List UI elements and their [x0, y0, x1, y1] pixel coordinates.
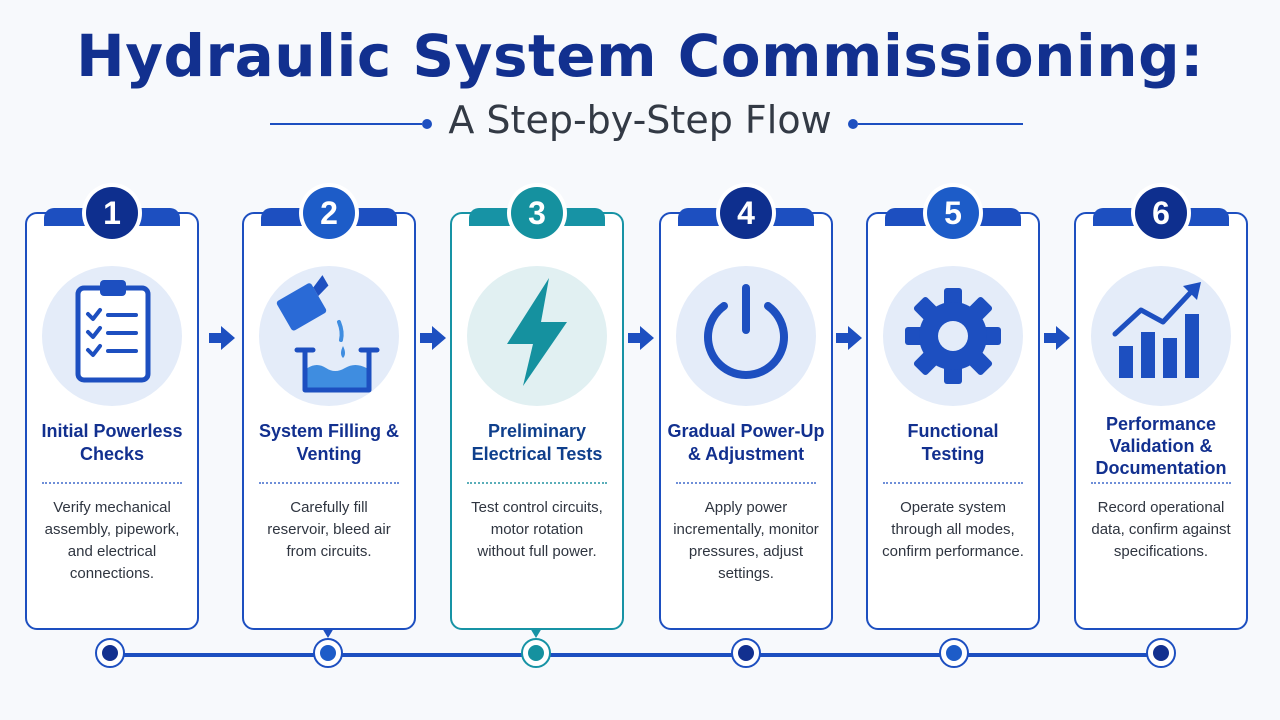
step-desc-line: Carefully fill: [290, 499, 368, 516]
step-title-line: Venting: [296, 444, 362, 464]
step-description-1: Verify mechanical assembly, pipework, an…: [25, 497, 199, 585]
growth-chart-icon: [1091, 266, 1231, 406]
lightning-bolt-icon: [467, 266, 607, 406]
gear-icon: [883, 266, 1023, 406]
step-desc-line: incrementally, monitor: [673, 521, 819, 538]
step-title-line: Checks: [79, 444, 145, 464]
timeline-node-1: [95, 638, 125, 668]
timeline-node-5: [939, 638, 969, 668]
power-icon: [676, 266, 816, 406]
step-title-line: Electrical Tests: [471, 444, 603, 464]
arrow-right-icon: [836, 326, 862, 350]
step-description-2: Carefully fill reservoir, bleed air from…: [242, 497, 416, 563]
step-title-line: System Filling &: [258, 421, 400, 441]
timeline-node-6: [1146, 638, 1176, 668]
step-desc-line: without full power.: [477, 543, 597, 560]
step-description-5: Operate system through all modes, confir…: [866, 497, 1040, 563]
step-desc-line: Verify mechanical: [53, 499, 171, 516]
step-title-3: Preliminary Electrical Tests: [450, 420, 624, 466]
step-desc-line: Record operational: [1097, 499, 1225, 516]
step-title-line: Performance: [1105, 414, 1217, 434]
step-divider-6: [1091, 482, 1231, 484]
step-title-line: & Adjustment: [687, 444, 805, 464]
step-divider-2: [259, 482, 399, 484]
step-desc-line: and electrical: [67, 543, 157, 560]
step-desc-line: data, confirm against: [1091, 521, 1231, 538]
fluid-pouring-icon: [259, 266, 399, 406]
step-title-line: Documentation: [1095, 458, 1227, 478]
step-title-5: Functional Testing: [866, 420, 1040, 466]
arrow-right-icon: [1044, 326, 1070, 350]
step-number-badge-3: 3: [511, 187, 563, 239]
step-desc-line: confirm performance.: [882, 543, 1024, 560]
subtitle-right-dot: [848, 119, 858, 129]
step-number-badge-4: 4: [720, 187, 772, 239]
timeline-pointer: [530, 628, 542, 638]
page-title: Hydraulic System Commissioning:: [76, 22, 1204, 90]
step-title-line: Preliminary: [487, 421, 587, 441]
page-subtitle: A Step-by-Step Flow: [448, 98, 832, 142]
step-title-line: Validation &: [1109, 436, 1213, 456]
step-description-6: Record operational data, confirm against…: [1074, 497, 1248, 563]
step-title-2: System Filling & Venting: [242, 420, 416, 466]
step-desc-line: reservoir, bleed air: [267, 521, 391, 538]
subtitle-left-dot: [422, 119, 432, 129]
timeline-pointer: [322, 628, 334, 638]
arrow-right-icon: [628, 326, 654, 350]
step-number-badge-2: 2: [303, 187, 355, 239]
step-desc-line: Apply power: [704, 499, 788, 516]
step-desc-line: Test control circuits,: [471, 499, 603, 516]
step-desc-line: settings.: [718, 565, 774, 582]
step-desc-line: motor rotation: [490, 521, 584, 538]
step-divider-5: [883, 482, 1023, 484]
step-divider-3: [467, 482, 607, 484]
step-number-badge-6: 6: [1135, 187, 1187, 239]
step-description-4: Apply power incrementally, monitor press…: [659, 497, 833, 585]
step-title-line: Gradual Power-Up: [667, 421, 825, 441]
arrow-right-icon: [209, 326, 235, 350]
step-title-line: Functional: [907, 421, 999, 441]
step-desc-line: specifications.: [1113, 543, 1209, 560]
step-title-1: Initial Powerless Checks: [25, 420, 199, 466]
step-desc-line: assembly, pipework,: [44, 521, 180, 538]
step-divider-4: [676, 482, 816, 484]
timeline-node-3: [521, 638, 551, 668]
step-divider-1: [42, 482, 182, 484]
step-number-badge-5: 5: [927, 187, 979, 239]
step-title-6: Performance Validation & Documentation: [1074, 413, 1248, 479]
timeline-node-4: [731, 638, 761, 668]
step-title-4: Gradual Power-Up & Adjustment: [659, 420, 833, 466]
step-desc-line: connections.: [69, 565, 155, 582]
step-desc-line: from circuits.: [286, 543, 372, 560]
arrow-right-icon: [420, 326, 446, 350]
step-title-line: Testing: [921, 444, 985, 464]
timeline-line: [108, 653, 1160, 657]
step-number-badge-1: 1: [86, 187, 138, 239]
step-title-line: Initial Powerless: [41, 421, 183, 441]
step-desc-line: Operate system: [900, 499, 1006, 516]
step-desc-line: through all modes,: [891, 521, 1015, 538]
timeline-node-2: [313, 638, 343, 668]
subtitle-row: A Step-by-Step Flow: [0, 98, 1280, 150]
step-desc-line: pressures, adjust: [688, 543, 804, 560]
subtitle-left-line: [270, 123, 422, 125]
clipboard-checklist-icon: [42, 266, 182, 406]
step-description-3: Test control circuits, motor rotation wi…: [450, 497, 624, 563]
subtitle-right-line: [858, 123, 1023, 125]
